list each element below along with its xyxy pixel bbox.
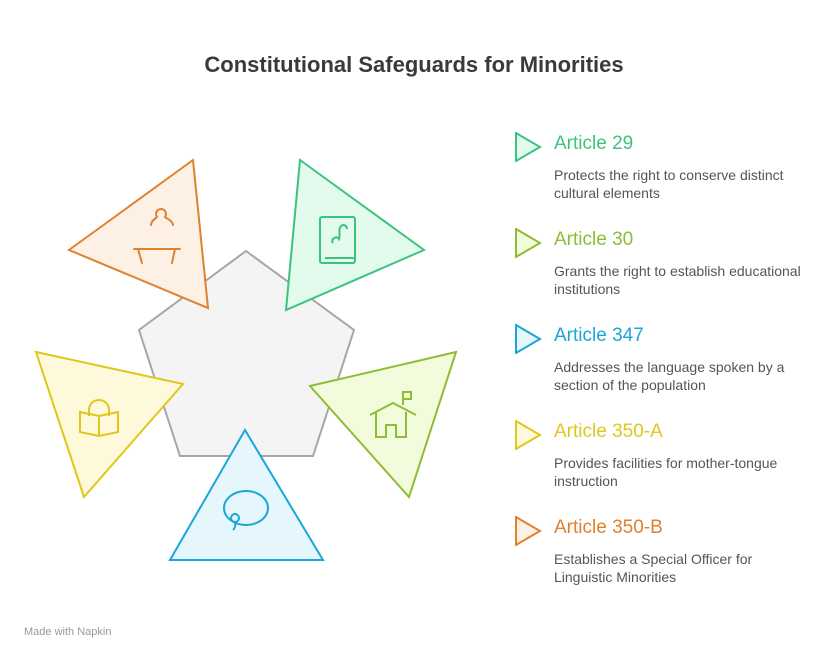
item-description: Protects the right to conserve distinct … [554,167,784,201]
triangle-marker-icon [515,420,542,450]
triangle-article-347 [168,428,325,561]
item-description: Establishes a Special Officer for Lingui… [554,551,753,585]
item-heading: Article 29 [554,133,634,154]
triangle-marker-icon [515,132,542,162]
triangle-article-350-b [66,158,210,310]
triangle-marker-icon [515,324,542,354]
item-heading: Article 350-A [554,421,663,442]
reading-child-icon [79,399,119,438]
item-description: Grants the right to establish educationa… [554,263,801,297]
book-icon [319,216,356,264]
triangle-article-350-a [34,350,185,499]
triangle-article-30 [308,350,458,499]
item-description: Addresses the language spoken by a secti… [554,359,785,393]
made-with-napkin-footer: Made with Napkin [24,626,112,638]
triangle-article-29 [284,158,427,312]
item-heading: Article 347 [554,325,644,346]
speaker-podium-icon [133,208,181,264]
item-heading: Article 350-B [554,517,663,538]
school-house-icon [369,391,417,438]
page-title: Constitutional Safeguards for Minorities [204,52,624,77]
triangle-marker-icon [515,516,542,546]
item-heading: Article 30 [554,229,634,250]
speech-bubble-icon [223,490,269,531]
triangle-marker-icon [515,228,542,258]
item-description: Provides facilities for mother-tongue in… [554,455,778,489]
